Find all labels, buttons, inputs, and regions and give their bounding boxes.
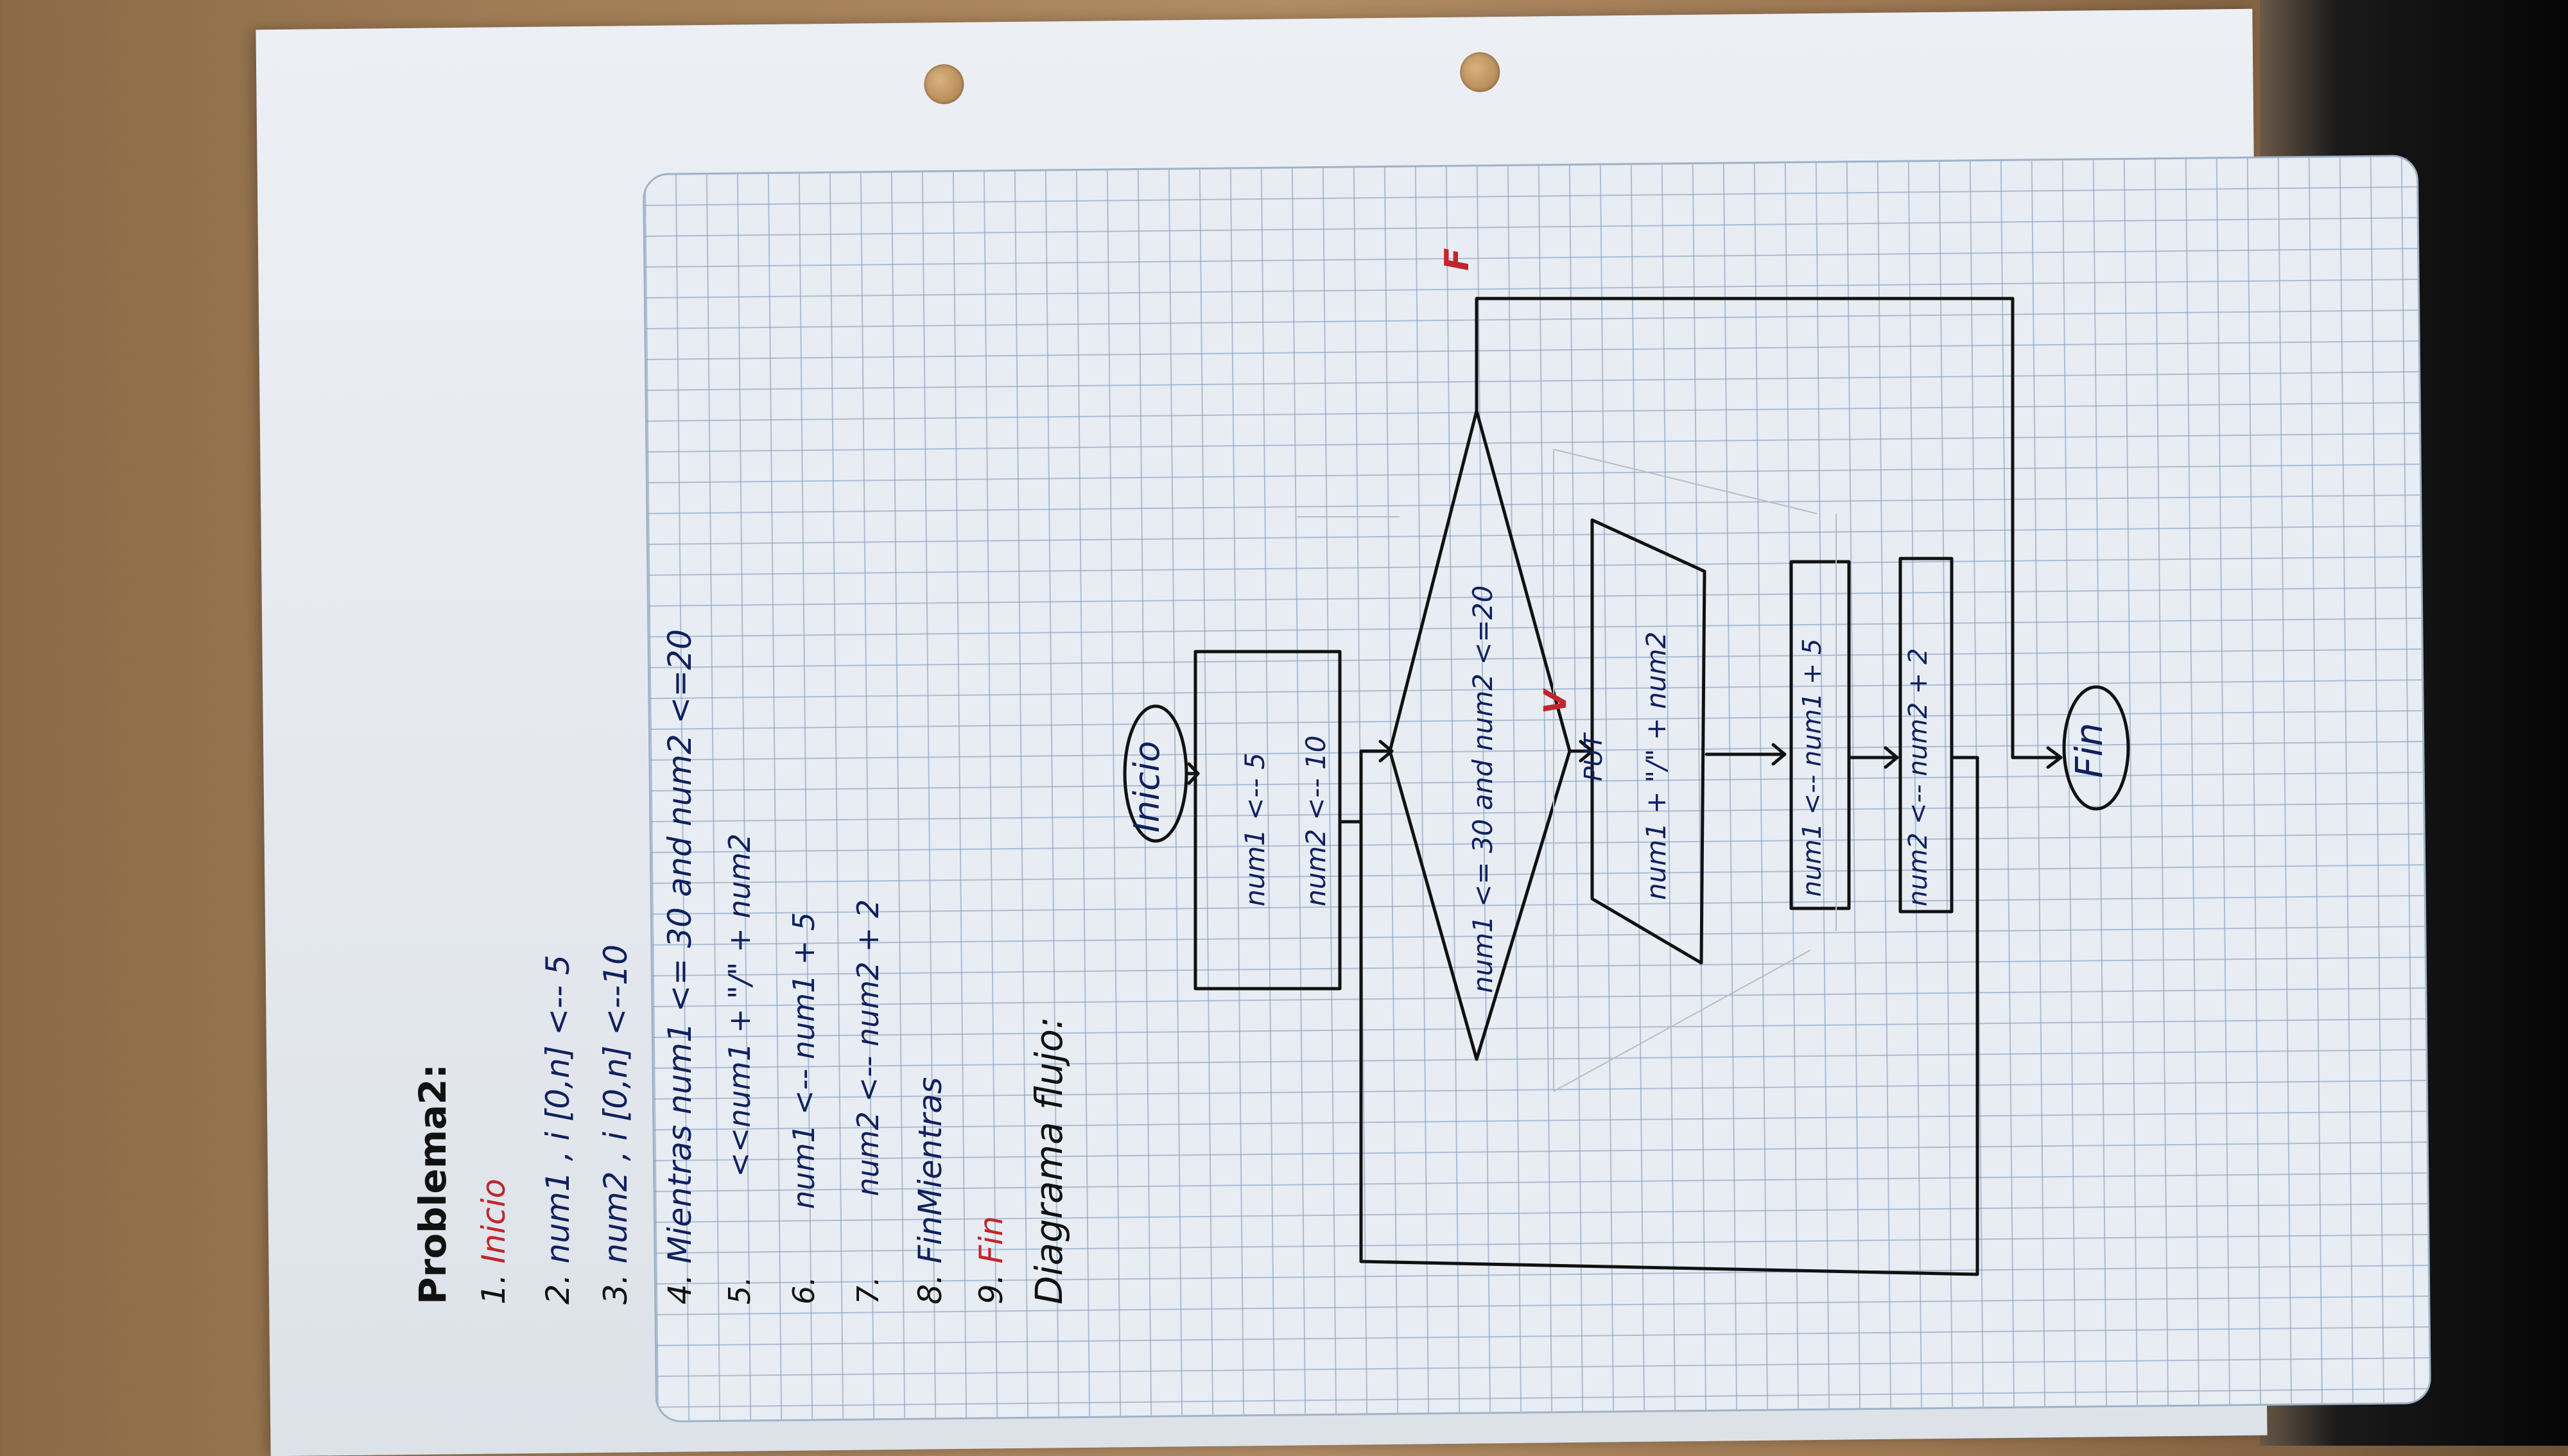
- false-label: F: [1438, 248, 1477, 271]
- output-expression: num1 + "/" + num2: [1640, 631, 1672, 900]
- decision-condition: num1 <= 30 and num2 <=20: [1467, 585, 1498, 993]
- step2-label: num2 <-- num2 + 2: [1904, 648, 1933, 906]
- init-line-2: num2 <-- 10: [1300, 735, 1332, 906]
- output-parallelogram: [1590, 518, 1706, 965]
- true-label: V: [1538, 689, 1574, 714]
- step2-process-box: [1898, 557, 1954, 914]
- step1-process-box: [1789, 560, 1851, 910]
- step1-label: num1 <-- num1 + 5: [1798, 638, 1827, 897]
- start-label: Inicio: [1127, 741, 1167, 833]
- output-keyword: PUT: [1579, 734, 1608, 781]
- init-line-1: num1 <-- 5: [1239, 752, 1271, 906]
- end-label: Fin: [2067, 722, 2111, 778]
- end-terminal: [2062, 685, 2130, 811]
